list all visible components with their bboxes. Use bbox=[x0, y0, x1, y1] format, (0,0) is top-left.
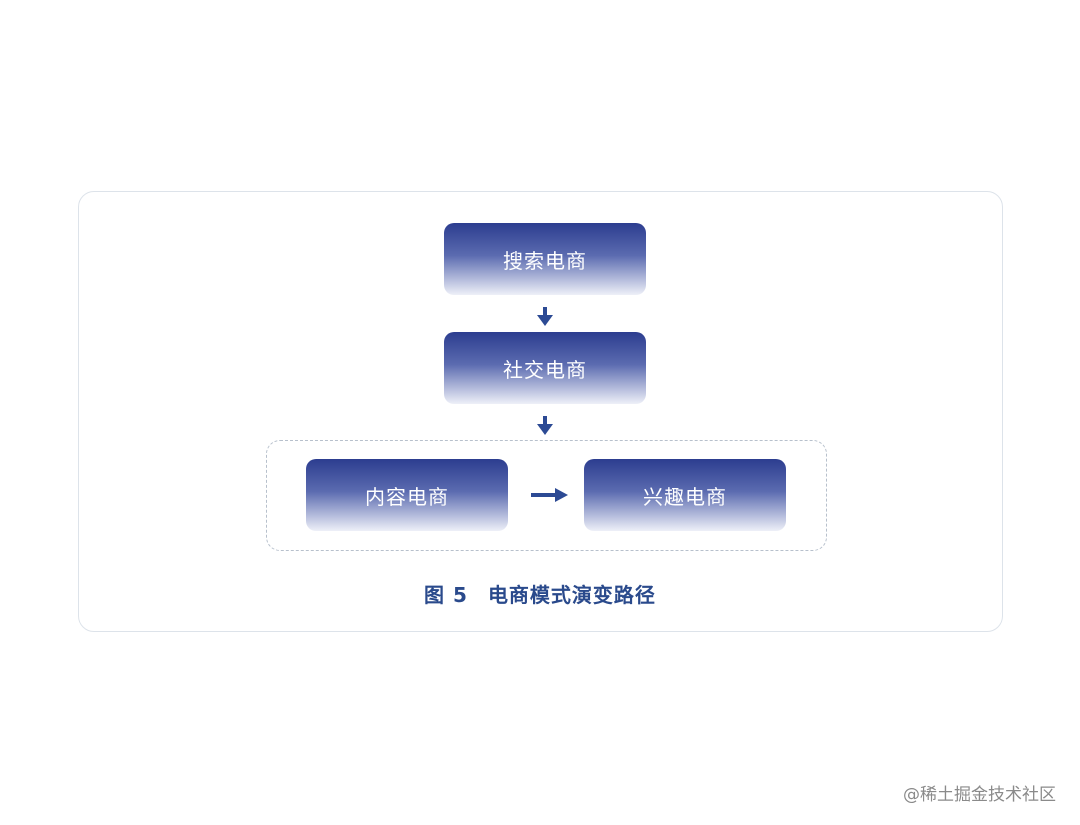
node-search-ecommerce: 搜索电商 bbox=[444, 223, 646, 295]
node-interest-label: 兴趣电商 bbox=[643, 484, 727, 509]
caption-text: 电商模式演变路径 bbox=[487, 583, 656, 607]
arrow-down-1 bbox=[537, 307, 553, 326]
figure-caption: 图 5 电商模式演变路径 bbox=[0, 579, 1080, 608]
caption-number: 图 5 bbox=[424, 583, 468, 607]
node-content-ecommerce: 内容电商 bbox=[306, 459, 508, 531]
dashed-group-box bbox=[266, 440, 827, 551]
node-social-label: 社交电商 bbox=[503, 357, 587, 382]
node-content-label: 内容电商 bbox=[365, 484, 449, 509]
node-search-label: 搜索电商 bbox=[503, 248, 587, 273]
node-social-ecommerce: 社交电商 bbox=[444, 332, 646, 404]
watermark: @稀土掘金技术社区 bbox=[903, 785, 1056, 805]
arrow-right bbox=[531, 488, 568, 502]
arrow-down-2 bbox=[537, 416, 553, 435]
node-interest-ecommerce: 兴趣电商 bbox=[584, 459, 786, 531]
